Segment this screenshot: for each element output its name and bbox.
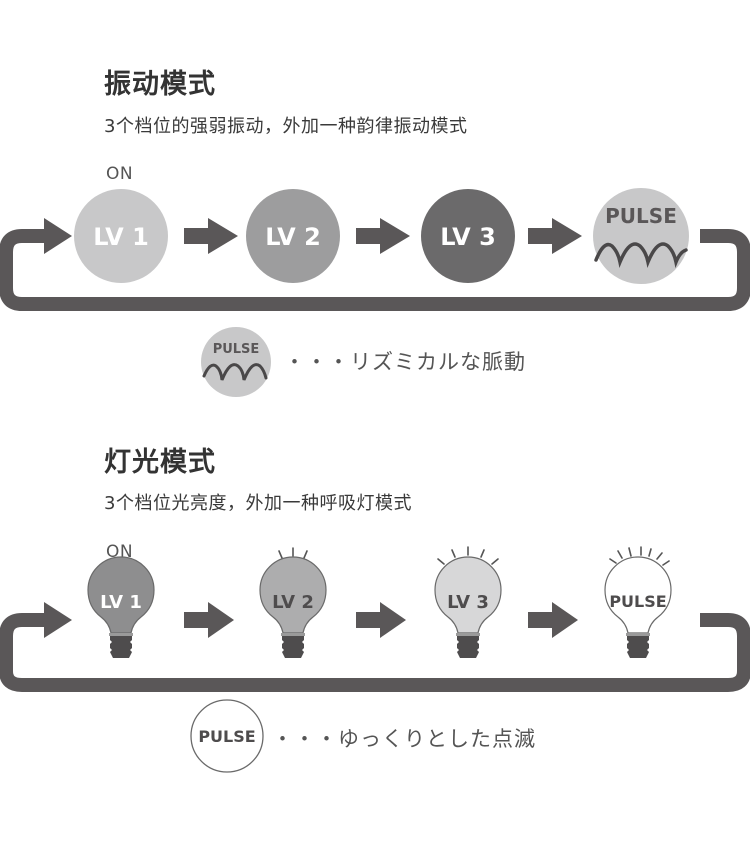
light-step-lv1: LV 1 [87, 556, 155, 658]
lv1-bulb-glass [87, 556, 155, 634]
lv3-label: LV 3 [440, 223, 496, 251]
light-lv1-label: LV 1 [100, 592, 142, 613]
lv3-bulb-glass [434, 556, 502, 634]
loop-arrow-head [44, 218, 72, 254]
pulse-label: PULSE [605, 204, 677, 228]
pulse-circle [593, 188, 689, 284]
step-arrow-1 [184, 218, 238, 254]
lv2-label: LV 2 [265, 223, 321, 251]
light-legend-icon: PULSE [190, 699, 264, 773]
light-loop-arrow-path [0, 613, 750, 692]
light-step-arrow-2 [356, 602, 406, 638]
light-pulse-label: PULSE [609, 592, 666, 611]
light-legend-pulse-label: PULSE [198, 727, 255, 746]
light-loop-arrow-head [44, 602, 72, 638]
light-subtitle: 3个档位光亮度，外加一种呼吸灯模式 [104, 493, 412, 514]
light-step-lv3: LV 3 [434, 546, 502, 658]
lv3-circle [421, 189, 515, 283]
step-arrow-3 [528, 218, 582, 254]
lv2-rays-icon [278, 547, 308, 559]
vibration-subtitle: 3个档位的强弱振动，外加一种韵律振动模式 [104, 116, 468, 137]
lv2-circle [246, 189, 340, 283]
lv3-bulb-base-icon [457, 636, 479, 658]
light-step-arrow-1 [184, 602, 234, 638]
pulse-bulb-glass [604, 556, 672, 634]
step-arrow-2 [356, 218, 410, 254]
loop-arrow-path [0, 229, 750, 311]
legend-wave-icon [202, 363, 268, 381]
vibration-step-lv3: LV 3 [421, 189, 515, 283]
legend-pulse-label: PULSE [213, 342, 260, 357]
vibration-legend-icon: PULSE [201, 327, 271, 397]
light-legend-text: ・・・ゆっくりとした点滅 [272, 727, 536, 751]
lv1-bulb-base-icon [110, 636, 132, 658]
light-step-pulse: PULSE [604, 546, 672, 658]
light-lv3-label: LV 3 [447, 592, 489, 613]
lv2-bulb-base-icon [282, 636, 304, 658]
lv1-circle [74, 189, 168, 283]
light-step-lv2: LV 2 [259, 547, 327, 658]
vibration-step-lv1: LV 1 [74, 189, 168, 283]
vibration-title: 振动模式 [104, 69, 216, 100]
pulse-bulb-base-icon [627, 636, 649, 658]
vibration-step-pulse: PULSE [593, 188, 689, 284]
lv1-label: LV 1 [93, 223, 149, 251]
light-title: 灯光模式 [104, 447, 216, 478]
vibration-cycle-diagram: LV 1 LV 2 LV 3 PULSE [0, 188, 750, 311]
vibration-on-label: ON [106, 164, 134, 184]
pulse-rays-icon [609, 546, 670, 566]
light-step-arrow-3 [528, 602, 578, 638]
light-cycle-diagram: LV 1 LV 2 LV 3 [0, 546, 750, 692]
light-lv2-label: LV 2 [272, 592, 314, 613]
vibration-step-lv2: LV 2 [246, 189, 340, 283]
pulse-wave-icon [594, 242, 688, 269]
lv3-rays-icon [437, 546, 499, 565]
vibration-legend-text: ・・・リズミカルな脈動 [284, 350, 526, 374]
lv2-bulb-glass [259, 556, 327, 634]
